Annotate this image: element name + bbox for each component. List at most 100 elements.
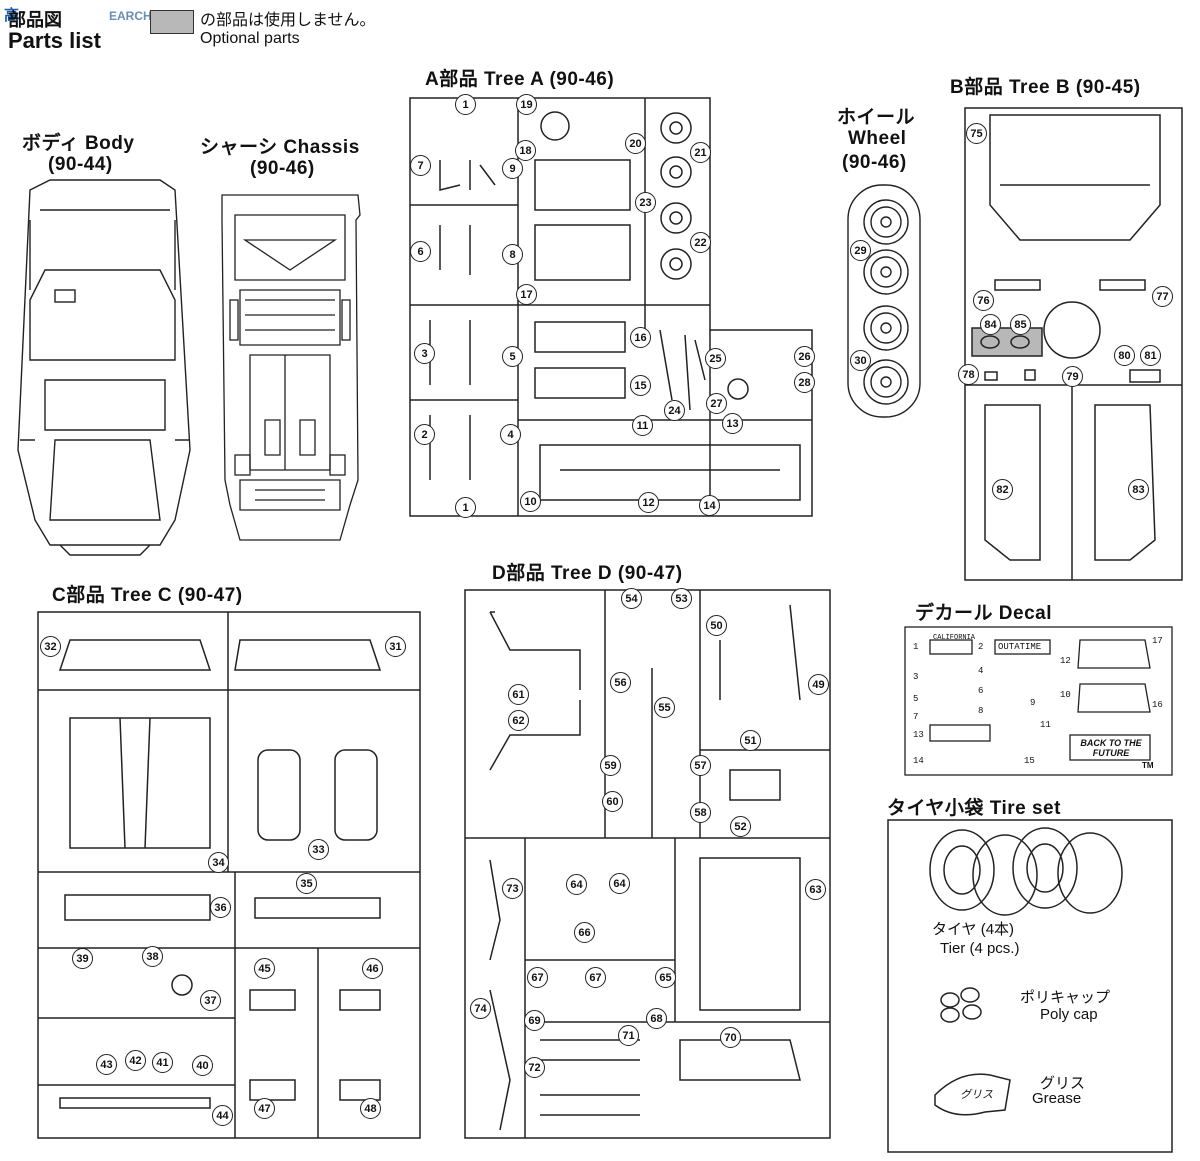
- decal-number: 8: [978, 706, 984, 716]
- part-number: 1: [455, 497, 476, 518]
- part-number: 12: [638, 492, 659, 513]
- part-number: 33: [308, 839, 329, 860]
- part-number: 54: [621, 588, 642, 609]
- part-number: 9: [502, 158, 523, 179]
- part-number: 45: [254, 958, 275, 979]
- part-number: 30: [850, 350, 871, 371]
- part-number: 46: [362, 958, 383, 979]
- part-number: 69: [524, 1010, 545, 1031]
- part-number: 32: [40, 636, 61, 657]
- decal-number: 14: [913, 756, 924, 766]
- wheel-title-en: Wheel: [848, 128, 907, 149]
- part-number: 50: [706, 615, 727, 636]
- decal-number: 15: [1024, 756, 1035, 766]
- optional-swatch: [150, 10, 194, 34]
- polycap-label-jp: ポリキャップ: [1020, 989, 1111, 1006]
- part-number: 52: [730, 816, 751, 837]
- grease-label-jp: グリス: [1040, 1075, 1086, 1092]
- part-number: 38: [142, 946, 163, 967]
- part-number: 21: [690, 142, 711, 163]
- part-number: 82: [992, 479, 1013, 500]
- part-number: 67: [527, 967, 548, 988]
- decal-number: 7: [913, 712, 919, 722]
- part-number: 5: [502, 346, 523, 367]
- part-number: 4: [500, 424, 521, 445]
- decal-tm: TM: [1142, 761, 1154, 770]
- watermark-logo-icon: 高: [4, 7, 20, 24]
- part-number: 43: [96, 1054, 117, 1075]
- part-number: 55: [654, 697, 675, 718]
- decal-title: デカール Decal: [915, 603, 1052, 624]
- part-number: 76: [973, 290, 994, 311]
- decal-number: 4: [978, 666, 984, 676]
- part-number: 16: [630, 327, 651, 348]
- part-number: 40: [192, 1055, 213, 1076]
- part-number: 48: [360, 1098, 381, 1119]
- part-number: 64: [566, 874, 587, 895]
- decal-number: 9: [1030, 698, 1036, 708]
- part-number: 41: [152, 1052, 173, 1073]
- part-number: 71: [618, 1025, 639, 1046]
- wheel-code: (90-46): [842, 152, 907, 173]
- part-number: 58: [690, 802, 711, 823]
- decal-logo: BACK TO THE FUTURE: [1080, 738, 1142, 758]
- grease-tube-label: グリス: [960, 1089, 993, 1101]
- part-number: 28: [794, 372, 815, 393]
- part-number: 75: [966, 123, 987, 144]
- part-number: 85: [1010, 314, 1031, 335]
- tree-c-title: C部品 Tree C (90-47): [52, 585, 243, 606]
- part-number: 63: [805, 879, 826, 900]
- legend-en: Optional parts: [200, 30, 300, 47]
- part-number: 81: [1140, 345, 1161, 366]
- tree-a-title: A部品 Tree A (90-46): [425, 69, 615, 90]
- part-number: 37: [200, 990, 221, 1011]
- part-number: 13: [722, 413, 743, 434]
- decal-plate-text: OUTATIME: [998, 642, 1042, 652]
- legend-jp: の部品は使用しません。: [200, 12, 376, 29]
- parts-list-title: Parts list: [8, 28, 101, 53]
- part-number: 70: [720, 1027, 741, 1048]
- part-number: 10: [520, 491, 541, 512]
- part-number: 25: [705, 348, 726, 369]
- decal-number: 6: [978, 686, 984, 696]
- part-number: 53: [671, 588, 692, 609]
- part-number: 11: [632, 415, 653, 436]
- part-number: 36: [210, 897, 231, 918]
- part-number: 23: [635, 192, 656, 213]
- part-number: 60: [602, 791, 623, 812]
- part-number: 62: [508, 710, 529, 731]
- part-number: 24: [664, 400, 685, 421]
- tree-d-title: D部品 Tree D (90-47): [492, 563, 683, 584]
- part-number: 64: [609, 873, 630, 894]
- part-number: 18: [515, 140, 536, 161]
- part-number: 79: [1062, 366, 1083, 387]
- part-number: 20: [625, 133, 646, 154]
- part-number: 34: [208, 852, 229, 873]
- decal-number: 5: [913, 694, 919, 704]
- decal-number: 13: [913, 730, 924, 740]
- part-number: 80: [1114, 345, 1135, 366]
- part-number: 29: [850, 240, 871, 261]
- decal-plate-state: CALIFORNIA: [933, 634, 976, 642]
- part-number: 7: [410, 155, 431, 176]
- part-number: 57: [690, 755, 711, 776]
- part-number: 65: [655, 967, 676, 988]
- part-number: 15: [630, 375, 651, 396]
- decal-number: 11: [1040, 720, 1051, 730]
- part-number: 14: [699, 495, 720, 516]
- part-number: 1: [455, 94, 476, 115]
- part-number: 3: [414, 343, 435, 364]
- decal-number: 3: [913, 672, 919, 682]
- part-number: 68: [646, 1008, 667, 1029]
- part-number: 51: [740, 730, 761, 751]
- part-number: 31: [385, 636, 406, 657]
- part-number: 17: [516, 284, 537, 305]
- part-number: 44: [212, 1105, 233, 1126]
- part-number: 42: [125, 1050, 146, 1071]
- decal-number: 12: [1060, 656, 1071, 666]
- part-number: 56: [610, 672, 631, 693]
- part-number: 49: [808, 674, 829, 695]
- decal-number: 2: [978, 642, 984, 652]
- part-number: 35: [296, 873, 317, 894]
